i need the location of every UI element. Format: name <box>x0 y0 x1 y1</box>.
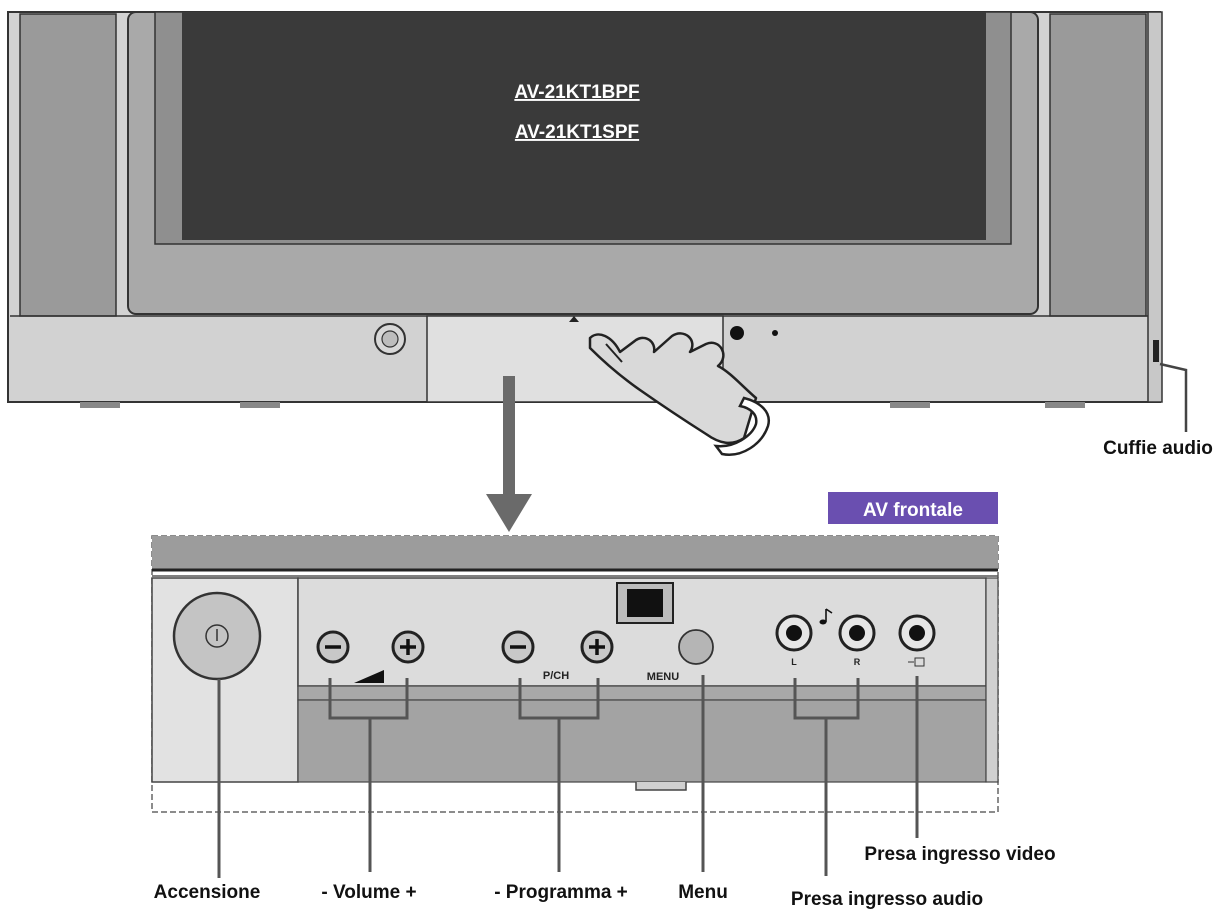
menu-panel-label: MENU <box>647 671 679 683</box>
program-plus-button <box>580 630 614 664</box>
program-minus-button <box>501 630 535 664</box>
menu-button <box>678 629 714 665</box>
ir-sensor <box>730 326 744 340</box>
headphone-leader <box>1159 362 1188 432</box>
right-channel-label: R <box>854 657 861 667</box>
headphone-jack <box>1153 340 1159 362</box>
hand-icon <box>588 332 771 456</box>
model-name-1: AV-21KT1BPF <box>514 82 639 103</box>
left-speaker <box>19 13 117 317</box>
leader-lines <box>217 675 919 878</box>
video-jack <box>898 614 936 652</box>
program-label: - Programma + <box>494 882 628 903</box>
screen <box>182 12 986 240</box>
audio-input-label: Presa ingresso audio <box>791 889 983 910</box>
volume-label: - Volume + <box>321 882 416 903</box>
model-name-2: AV-21KT1SPF <box>515 122 639 143</box>
right-speaker <box>1049 13 1147 317</box>
av-frontale-badge: AV frontale <box>828 492 998 524</box>
audio-right-jack <box>838 614 876 652</box>
badge-text: AV frontale <box>863 500 963 521</box>
left-channel-label: L <box>791 657 797 667</box>
video-input-icon <box>908 657 925 667</box>
power-button <box>172 591 262 681</box>
pch-label: P/CH <box>543 670 569 682</box>
power-label: Accensione <box>154 882 261 903</box>
volume-ramp-icon <box>354 670 384 683</box>
led-indicator <box>772 330 778 336</box>
volume-plus-button <box>391 630 425 664</box>
control-panel: P/CH MENU L R <box>151 535 999 813</box>
audio-left-jack <box>775 614 813 652</box>
video-input-label: Presa ingresso video <box>864 844 1055 865</box>
power-button-small <box>374 323 406 355</box>
arrow-down-icon <box>486 376 532 532</box>
music-note-icon <box>819 608 833 625</box>
volume-minus-button <box>316 630 350 664</box>
tv-body <box>7 11 1163 408</box>
menu-label: Menu <box>678 882 728 903</box>
power-icon <box>205 624 229 648</box>
headphones-label: Cuffie audio <box>1103 438 1213 459</box>
badge-background <box>828 492 998 524</box>
